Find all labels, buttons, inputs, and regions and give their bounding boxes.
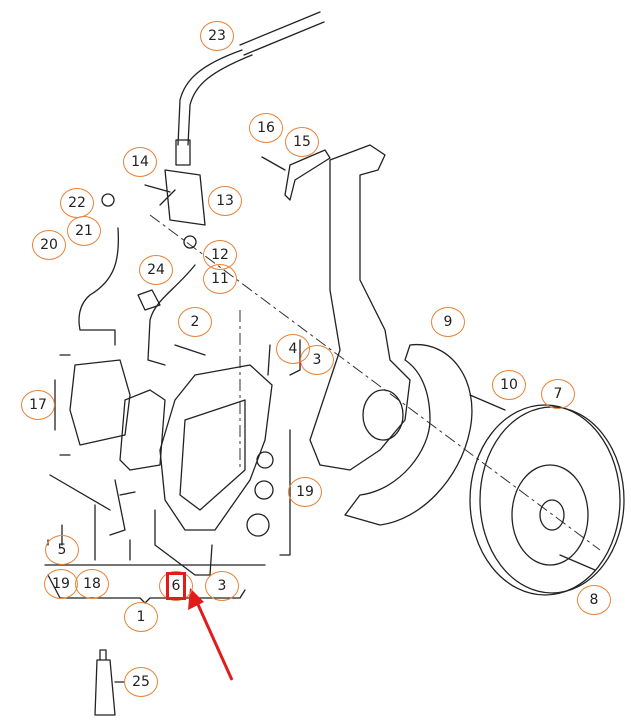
callout-10[interactable]: 10: [492, 370, 526, 400]
callout-20[interactable]: 20: [32, 230, 66, 260]
callout-17[interactable]: 17: [21, 390, 55, 420]
callout-16[interactable]: 16: [249, 113, 283, 143]
callout-5[interactable]: 5: [45, 535, 79, 565]
callout-6[interactable]: 6: [159, 571, 193, 601]
highlight-box: [166, 572, 186, 600]
callout-13[interactable]: 13: [208, 186, 242, 216]
caliper-face: [179, 399, 246, 511]
callout-8[interactable]: 8: [577, 585, 611, 615]
callout-14[interactable]: 14: [123, 147, 157, 177]
grease-tube: [94, 649, 125, 716]
brake-pad: [119, 389, 166, 471]
callout-24[interactable]: 24: [139, 255, 173, 285]
washer: [183, 235, 197, 249]
callout-18[interactable]: 18: [75, 569, 109, 599]
callout-23[interactable]: 23: [200, 21, 234, 51]
bolt: [261, 156, 286, 171]
callout-15[interactable]: 15: [285, 127, 319, 157]
seal: [246, 513, 270, 537]
callout-22[interactable]: 22: [60, 188, 94, 218]
bleeder: [267, 344, 271, 376]
callout-11[interactable]: 11: [203, 264, 237, 294]
callout-25[interactable]: 25: [124, 667, 158, 697]
callout-19[interactable]: 19: [44, 569, 78, 599]
callout-1[interactable]: 1: [124, 602, 158, 632]
clip: [137, 289, 161, 311]
bolt: [559, 554, 596, 571]
callout-21[interactable]: 21: [67, 216, 101, 246]
hub-bore: [539, 499, 565, 531]
callout-19[interactable]: 19: [288, 477, 322, 507]
callout-3[interactable]: 3: [300, 345, 334, 375]
callout-9[interactable]: 9: [431, 307, 465, 337]
disc-hat: [511, 464, 589, 566]
plug: [101, 193, 115, 207]
callout-3[interactable]: 3: [205, 571, 239, 601]
brake-hose: [175, 11, 325, 166]
callout-2[interactable]: 2: [178, 307, 212, 337]
brake-pipe: [147, 264, 196, 366]
leader-lines: [44, 339, 301, 604]
knuckle-bore: [362, 389, 404, 441]
spring: [109, 479, 136, 536]
bolt: [469, 394, 506, 411]
brake-disc: [469, 404, 621, 596]
hose-bracket: [159, 169, 206, 226]
brake-caliper: [159, 364, 273, 531]
callout-7[interactable]: 7: [541, 379, 575, 409]
bracket: [284, 149, 331, 201]
splash-shield: [344, 344, 473, 526]
guide-pin: [49, 474, 111, 511]
red-arrow: [188, 588, 234, 681]
bolt: [144, 184, 171, 193]
pad-bracket-line: [54, 354, 71, 456]
seal: [256, 451, 274, 469]
brake-pad: [69, 359, 131, 446]
seal: [254, 480, 274, 500]
wear-sensor-wire: [78, 227, 120, 346]
bolt: [174, 344, 206, 356]
steering-knuckle: [309, 144, 411, 471]
